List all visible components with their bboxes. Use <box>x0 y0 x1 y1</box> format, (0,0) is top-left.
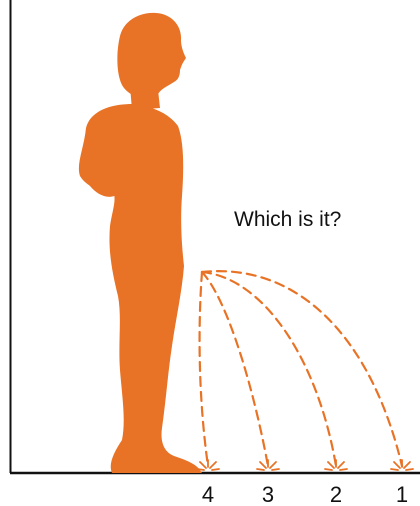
stream-arcs <box>200 271 402 466</box>
stream-arc-3 <box>202 272 268 466</box>
splash-3 <box>257 460 279 470</box>
marker-label-2: 2 <box>330 482 342 506</box>
marker-label-3: 3 <box>262 482 274 506</box>
splash-4 <box>197 460 219 470</box>
stream-arc-1 <box>202 271 402 466</box>
marker-label-1: 1 <box>396 482 408 506</box>
splash-1 <box>391 460 413 470</box>
question-text: Which is it? <box>234 208 341 231</box>
stream-arc-2 <box>202 272 336 466</box>
splash-2 <box>325 460 347 470</box>
standing-person-silhouette <box>79 13 202 473</box>
marker-label-4: 4 <box>202 482 214 506</box>
splash-marks <box>197 460 413 470</box>
stream-arc-4 <box>200 272 208 466</box>
